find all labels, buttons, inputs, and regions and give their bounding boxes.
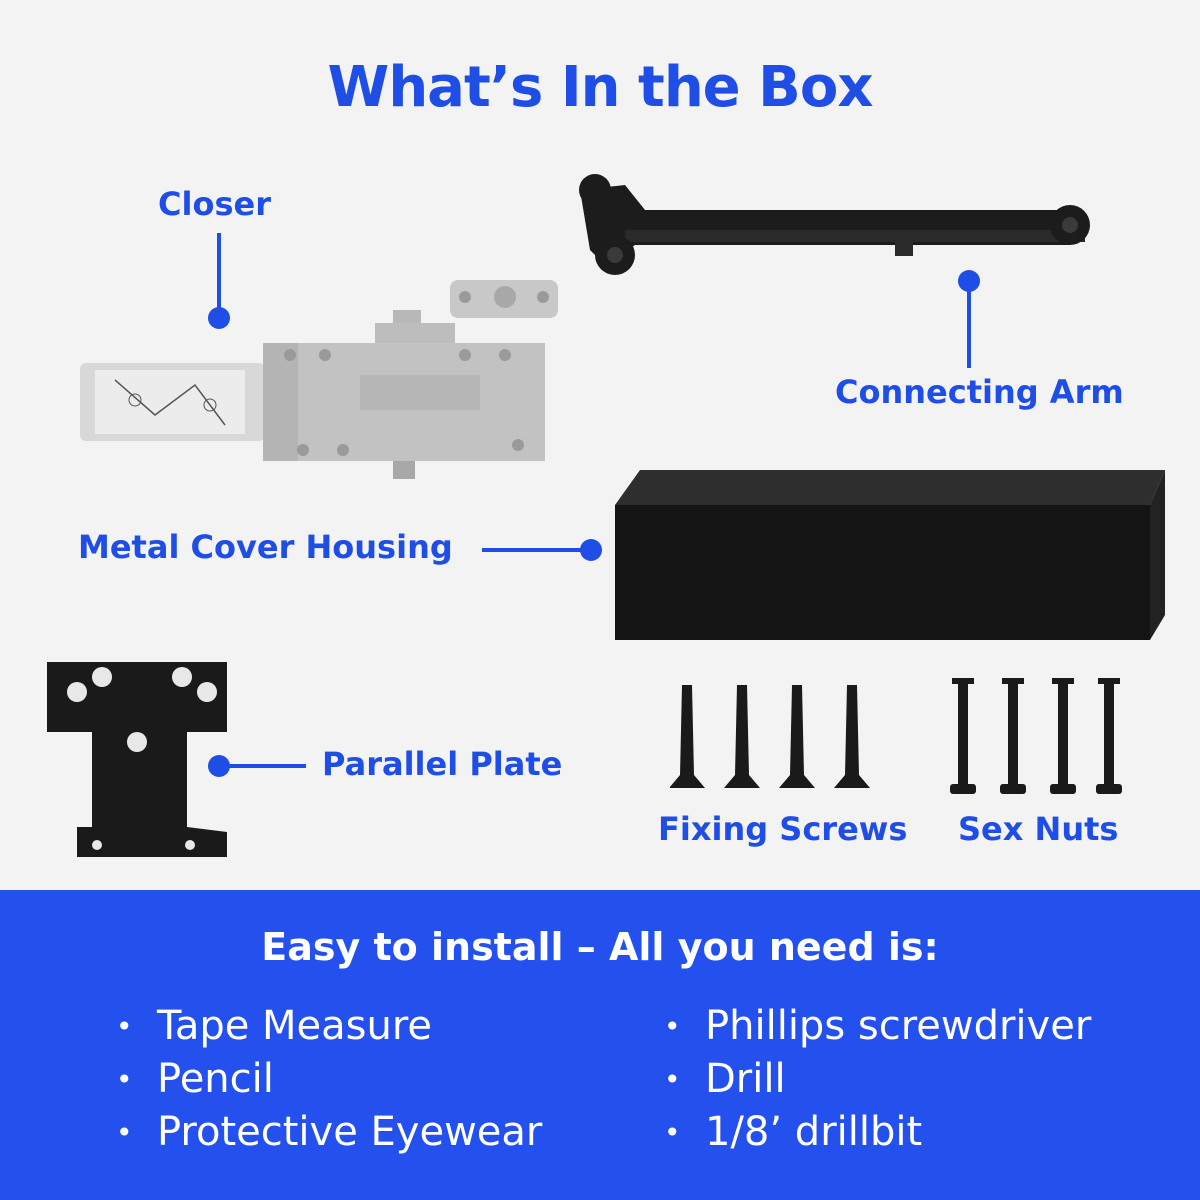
- list-item: •Drill: [664, 1056, 786, 1102]
- metal-cover-image: [615, 470, 1165, 640]
- fixing-screws-image: [670, 685, 870, 788]
- connecting-arm-pointer-dot: [958, 270, 980, 292]
- closer-pointer-line: [217, 233, 221, 311]
- parallel-plate-pointer-line: [222, 764, 306, 768]
- list-item: •1/8’ drillbit: [664, 1109, 923, 1155]
- connecting-arm-pointer-line: [967, 285, 971, 368]
- list-item: •Phillips screwdriver: [664, 1003, 1092, 1049]
- label-metal-cover-housing: Metal Cover Housing: [78, 528, 453, 566]
- install-heading: Easy to install – All you need is:: [261, 925, 939, 969]
- sex-nuts-image: [950, 678, 1122, 794]
- list-item: •Tape Measure: [116, 1003, 433, 1049]
- install-banner: Easy to install – All you need is: •Tape…: [0, 890, 1200, 1200]
- label-parallel-plate: Parallel Plate: [322, 745, 563, 783]
- label-closer: Closer: [158, 185, 271, 223]
- parallel-plate-pointer-dot: [208, 755, 230, 777]
- label-fixing-screws: Fixing Screws: [658, 810, 908, 848]
- label-connecting-arm: Connecting Arm: [835, 373, 1124, 411]
- list-item: •Protective Eyewear: [116, 1109, 543, 1155]
- list-item: •Pencil: [116, 1056, 274, 1102]
- install-list-left: •Tape Measure •Pencil •Protective Eyewea…: [112, 1000, 542, 1159]
- connecting-arm-image: [579, 174, 1090, 275]
- label-sex-nuts: Sex Nuts: [958, 810, 1119, 848]
- door-closer-image: [80, 280, 558, 479]
- closer-pointer-dot: [208, 307, 230, 329]
- parallel-plate-image: [47, 662, 227, 857]
- metal-cover-pointer-dot: [580, 539, 602, 561]
- page-title: What’s In the Box: [327, 55, 874, 120]
- metal-cover-pointer-line: [482, 548, 584, 552]
- install-list-right: •Phillips screwdriver •Drill •1/8’ drill…: [660, 1000, 1091, 1159]
